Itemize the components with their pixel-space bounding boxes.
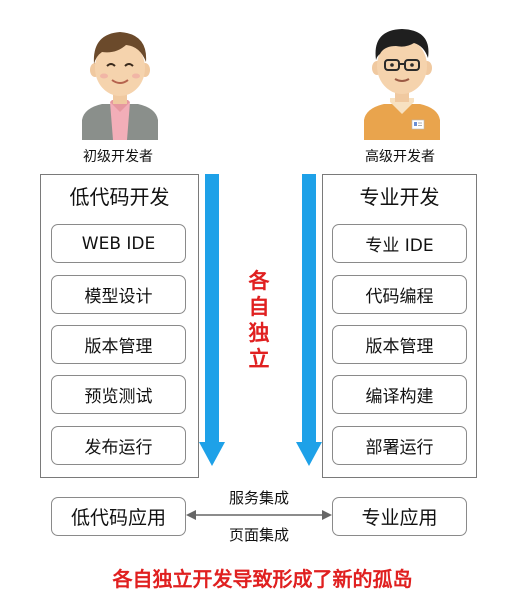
pro-dev-step: 版本管理: [332, 325, 467, 364]
independent-char: 自: [248, 295, 270, 319]
pro-dev-step: 编译构建: [332, 375, 467, 414]
low-code-step: 模型设计: [51, 275, 186, 314]
low-code-panel-title: 低代码开发: [69, 185, 170, 209]
island-caption: 各自独立开发导致形成了新的孤岛: [112, 567, 413, 591]
senior-developer-label: 高级开发者: [365, 149, 435, 165]
page-integration-label: 页面集成: [228, 526, 289, 544]
low-code-step: 预览测试: [51, 375, 186, 414]
pro-app-box: 专业应用: [332, 497, 467, 536]
pro-dev-panel-title: 专业开发: [359, 185, 440, 209]
low-code-step: 发布运行: [51, 426, 186, 465]
pro-dev-step: 部署运行: [332, 426, 467, 465]
bidirectional-arrow-icon: [186, 510, 332, 520]
pro-dev-step: 专业 IDE: [332, 224, 467, 263]
junior-developer-avatar-icon: [82, 32, 158, 140]
pro-dev-flow-arrow-icon: [296, 174, 322, 466]
low-code-app-box: 低代码应用: [51, 497, 186, 536]
service-integration-label: 服务集成: [228, 489, 289, 507]
independent-char: 各: [248, 269, 270, 293]
junior-developer-label: 初级开发者: [83, 149, 153, 165]
independent-char: 立: [248, 347, 270, 371]
low-code-flow-arrow-icon: [199, 174, 225, 466]
independent-char: 独: [248, 321, 270, 345]
pro-dev-step: 代码编程: [332, 275, 467, 314]
low-code-step: 版本管理: [51, 325, 186, 364]
low-code-step: WEB IDE: [51, 224, 186, 263]
senior-developer-avatar-icon: [364, 29, 440, 140]
independent-label: 各 自 独 立: [244, 268, 274, 372]
